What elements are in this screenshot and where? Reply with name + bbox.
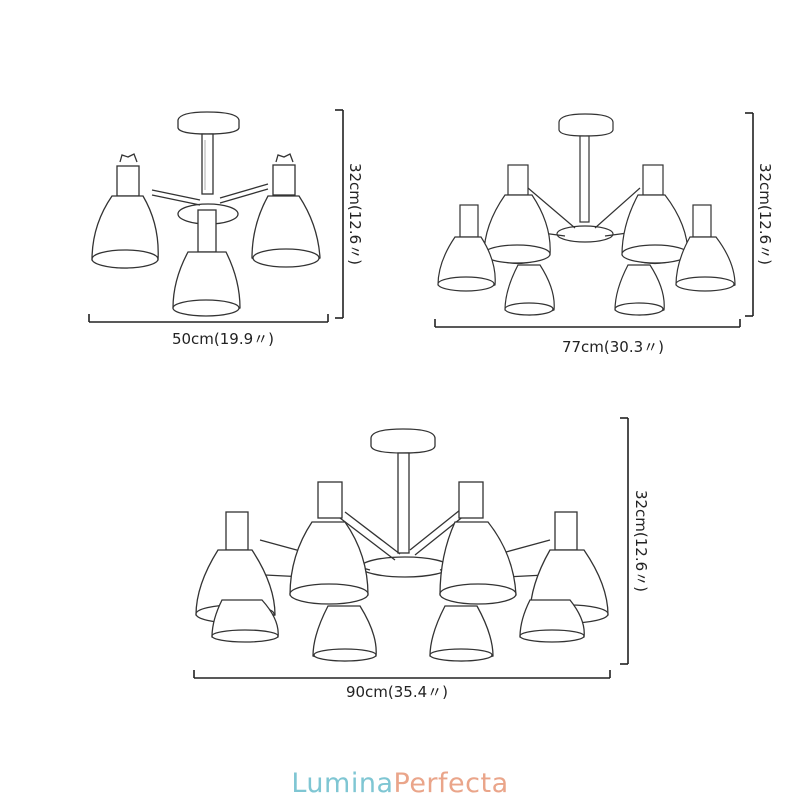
chandelier-3-light: [91, 111, 321, 317]
chandelier-8-light: [195, 428, 609, 662]
dimension-lines-8-light: [193, 417, 629, 679]
watermark-part-1: Lumina: [291, 768, 394, 799]
brand-watermark: LuminaPerfecta: [0, 768, 800, 799]
height-label-8-light: 32cm(12.6〃): [632, 490, 650, 592]
width-label-6-light: 77cm(30.3〃): [562, 338, 664, 356]
height-label-6-light: 32cm(12.6〃): [756, 163, 774, 265]
chandelier-6-light: [437, 113, 736, 316]
dimension-lines-6-light: [434, 112, 754, 328]
watermark-part-2: Perfecta: [393, 768, 509, 799]
width-label-3-light: 50cm(19.9〃): [172, 330, 274, 348]
dimension-lines-3-light: [88, 109, 344, 323]
height-label-3-light: 32cm(12.6〃): [346, 163, 364, 265]
width-label-8-light: 90cm(35.4〃): [346, 683, 448, 701]
